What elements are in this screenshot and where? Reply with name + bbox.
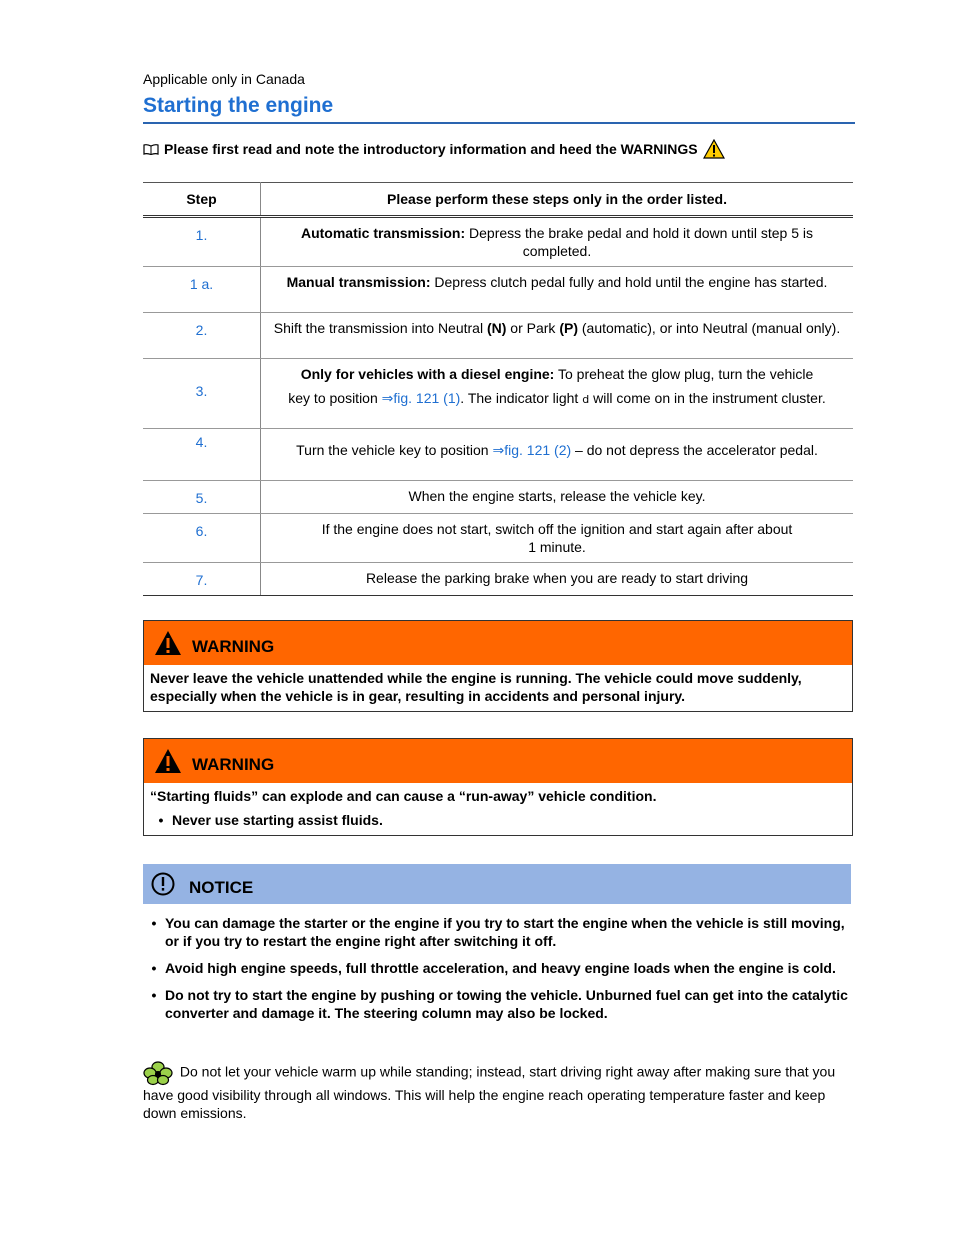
table-row: 1. Automatic transmission: Depress the b… — [143, 216, 853, 267]
list-item: •Do not try to start the engine by pushi… — [151, 987, 848, 1021]
step-text: When the engine starts, release the vehi… — [260, 480, 853, 514]
warning-triangle-icon — [155, 631, 181, 655]
notice-label: NOTICE — [189, 878, 254, 897]
step-number: 6. — [143, 513, 261, 563]
step-number: 7. — [143, 562, 261, 596]
steps-table: Step Please perform these steps only in … — [143, 182, 853, 596]
warning-box-2: WARNING “Starting fluids” can explode an… — [143, 738, 853, 836]
step-number: 1 a. — [143, 266, 261, 313]
table-row: 2. Shift the transmission into Neutral (… — [143, 312, 853, 359]
list-item: •You can damage the starter or the engin… — [151, 915, 845, 949]
exclamation-circle-icon — [151, 872, 175, 896]
warning-label: WARNING — [192, 755, 275, 774]
notice-list: •You can damage the starter or the engin… — [143, 914, 855, 1031]
environment-text: Do not let your vehicle warm up while st… — [143, 1063, 836, 1121]
step-text: Manual transmission: Depress clutch peda… — [260, 266, 853, 313]
warning-header: WARNING — [144, 621, 852, 665]
table-row: 7. Release the parking brake when you ar… — [143, 562, 853, 596]
list-item: •Avoid high engine speeds, full throttle… — [151, 960, 836, 976]
figure-link[interactable]: ⇒fig. 121 (2) — [492, 442, 572, 458]
step-number: 2. — [143, 312, 261, 359]
step-text: Turn the vehicle key to position ⇒fig. 1… — [260, 428, 853, 481]
header-instructions: Please perform these steps only in the o… — [260, 182, 853, 218]
warning-box-1: WARNING Never leave the vehicle unattend… — [143, 620, 853, 712]
step-number: 3. — [143, 358, 261, 429]
notice-header: NOTICE — [143, 864, 851, 904]
table-row: 5. When the engine starts, release the v… — [143, 480, 853, 514]
page-title: Starting the engine — [143, 94, 855, 124]
figure-link[interactable]: ⇒fig. 121 (1) — [381, 390, 461, 406]
environment-flower-icon — [143, 1061, 173, 1086]
glow-plug-indicator-icon: 𝖽 — [582, 394, 590, 406]
table-row: 1 a. Manual transmission: Depress clutch… — [143, 266, 853, 313]
table-row: 6. If the engine does not start, switch … — [143, 513, 853, 563]
step-text: Shift the transmission into Neutral (N) … — [260, 312, 853, 359]
step-text: Only for vehicles with a diesel engine: … — [260, 358, 853, 429]
warning-label: WARNING — [192, 637, 275, 656]
warning-header: WARNING — [144, 739, 852, 783]
step-number: 1. — [143, 216, 261, 267]
intro-line: Please first read and note the introduct… — [143, 139, 725, 159]
step-number: 5. — [143, 480, 261, 514]
table-row: 4. Turn the vehicle key to position ⇒fig… — [143, 428, 853, 481]
step-number: 4. — [143, 428, 261, 481]
intro-text: Please first read and note the introduct… — [164, 141, 698, 157]
step-text: Automatic transmission: Depress the brak… — [260, 216, 853, 267]
warning-triangle-icon — [702, 139, 725, 159]
book-icon — [143, 144, 159, 155]
header-step: Step — [143, 182, 261, 218]
list-item: •Never use starting assist fluids. — [158, 812, 383, 828]
environment-note: Do not let your vehicle warm up while st… — [143, 1060, 855, 1122]
warning-text: “Starting fluids” can explode and can ca… — [150, 788, 657, 804]
applicability-note: Applicable only in Canada — [143, 71, 305, 87]
warning-triangle-icon — [155, 749, 181, 773]
step-text: If the engine does not start, switch off… — [260, 513, 853, 563]
table-row: 3. Only for vehicles with a diesel engin… — [143, 358, 853, 429]
warning-text: Never leave the vehicle unattended while… — [150, 670, 802, 704]
step-text: Release the parking brake when you are r… — [260, 562, 853, 596]
